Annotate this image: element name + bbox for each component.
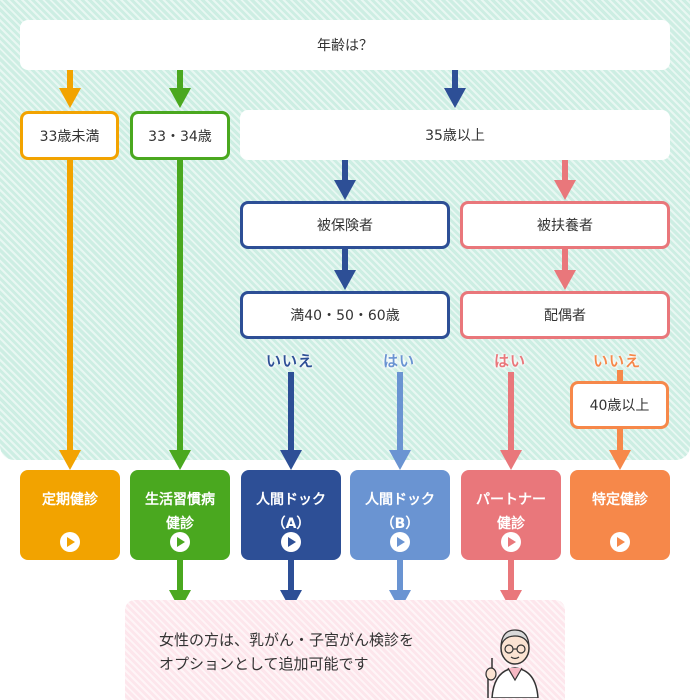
result-dock-b[interactable]: 人間ドック （B） (350, 470, 450, 560)
age-under33-box: 33歳未満 (20, 111, 119, 160)
nurse-illustration-icon (485, 629, 539, 698)
milestone-no-label: いいえ (266, 352, 315, 370)
result-partner-checkup-line1: パートナー (476, 492, 546, 508)
result-regular-checkup[interactable]: 定期健診 (20, 470, 120, 560)
result-dock-a-line1: 人間ドック (256, 492, 326, 508)
result-regular-checkup-line1: 定期健診 (42, 492, 98, 508)
note-line1: 女性の方は、乳がん・子宮がん検診を (159, 631, 415, 649)
result-partner-checkup[interactable]: パートナー健診 (461, 470, 561, 560)
arrow-33-34-to-result (169, 160, 191, 470)
result-lifestyle-checkup-line2: 健診 (166, 516, 194, 532)
age-over35-box: 35歳以上 (240, 110, 670, 160)
age-33-34-box: 33・34歳 (130, 111, 230, 160)
result-specific-checkup[interactable]: 特定健診 (570, 470, 670, 560)
age-over35-text: 35歳以上 (425, 128, 485, 144)
result-dock-a-line2: （A） (271, 516, 311, 532)
dependent-text: 被扶養者 (537, 218, 593, 234)
milestone-age-text: 満40・50・60歳 (290, 308, 400, 324)
age-33-34-text: 33・34歳 (148, 128, 212, 145)
result-dock-b-line1: 人間ドック (365, 492, 435, 508)
insured-box: 被保険者 (240, 201, 450, 249)
female-option-note: 女性の方は、乳がん・子宮がん検診を オプションとして追加可能です (125, 600, 565, 700)
over40-text: 40歳以上 (589, 398, 650, 414)
over40-box: 40歳以上 (570, 381, 669, 429)
play-icon[interactable] (390, 532, 410, 552)
play-icon[interactable] (610, 532, 630, 552)
play-icon[interactable] (60, 532, 80, 552)
arrow-question-to-33-34 (169, 70, 191, 108)
arrow-dependent-to-spouse (554, 249, 576, 290)
note-line2: オプションとして追加可能です (159, 655, 369, 673)
result-dock-b-line2: （B） (380, 516, 420, 532)
result-dock-a[interactable]: 人間ドック （A） (241, 470, 341, 560)
arrow-question-to-under33 (59, 70, 81, 108)
dependent-box: 被扶養者 (460, 201, 670, 249)
age-question-box: 年齢は？ (20, 20, 670, 70)
age-question-text: 年齢は？ (317, 38, 373, 54)
result-specific-checkup-line1: 特定健診 (592, 492, 648, 508)
result-lifestyle-checkup-line1: 生活習慣病 (145, 492, 215, 508)
play-icon[interactable] (170, 532, 190, 552)
age-under33-text: 33歳未満 (39, 128, 100, 145)
arrow-under33-to-result (59, 160, 81, 470)
play-icon[interactable] (281, 532, 301, 552)
result-partner-checkup-line2: 健診 (497, 516, 525, 532)
milestone-yes-label: はい (383, 352, 416, 370)
spouse-no-label: いいえ (593, 352, 642, 370)
arrow-over35-to-insured (334, 160, 356, 200)
spouse-yes-label: はい (494, 352, 527, 370)
arrow-insured-to-milestone (334, 249, 356, 290)
play-icon[interactable] (501, 532, 521, 552)
insured-text: 被保険者 (317, 218, 373, 234)
spouse-box: 配偶者 (460, 291, 670, 339)
spouse-text: 配偶者 (544, 308, 586, 324)
arrow-milestone-yes-to-dock-b (389, 372, 411, 470)
arrow-over40-to-specific (609, 428, 631, 470)
arrow-question-to-over35 (444, 70, 466, 108)
arrow-milestone-no-to-dock-a (280, 372, 302, 470)
arrow-over35-to-dependent (554, 160, 576, 200)
milestone-age-box: 満40・50・60歳 (240, 291, 450, 339)
result-lifestyle-checkup[interactable]: 生活習慣病健診 (130, 470, 230, 560)
female-option-note-text: 女性の方は、乳がん・子宮がん検診を オプションとして追加可能です (159, 628, 414, 676)
arrow-spouse-yes-to-partner (500, 372, 522, 470)
